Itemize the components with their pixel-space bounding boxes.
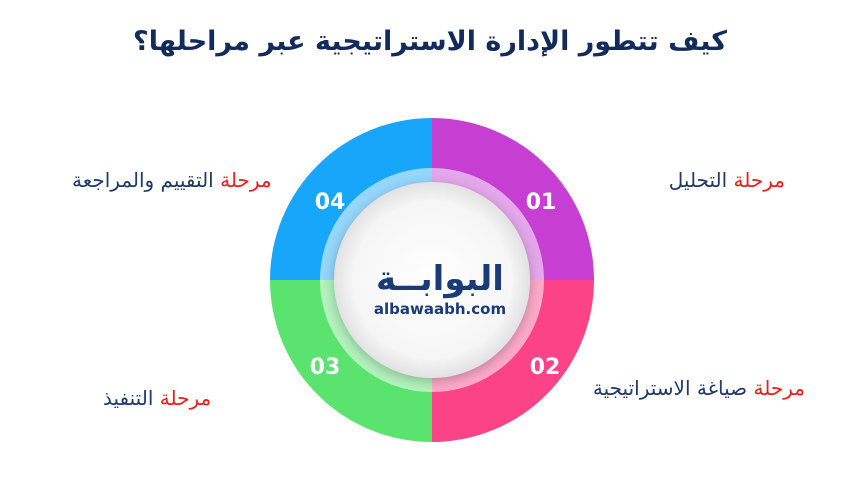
albawabh-logo: البوابــة albawaabh.com	[374, 259, 506, 318]
stage-3-name: التنفيذ	[103, 386, 154, 410]
stage-1-name: التحليل	[668, 168, 728, 192]
stage-1-label: مرحلة التحليل	[669, 168, 785, 192]
stage-2-label: مرحلة صياغة الاستراتيجية	[593, 376, 805, 400]
diagram-title: كيف تتطور الإدارة الاستراتيجية عبر مراحل…	[133, 26, 727, 57]
stage-4-name: التقييم والمراجعة	[72, 168, 214, 192]
stage-3-number: 03	[310, 355, 341, 380]
stage-4-number: 04	[315, 190, 346, 215]
stage-4-prefix: مرحلة	[220, 168, 272, 192]
center-disc	[334, 182, 530, 378]
stage-3-label: مرحلة التنفيذ	[103, 386, 211, 410]
stage-2-number: 02	[530, 355, 561, 380]
stage-2-prefix: مرحلة	[753, 376, 805, 400]
stage-1-prefix: مرحلة	[733, 168, 785, 192]
stage-2-name: صياغة الاستراتيجية	[592, 376, 748, 400]
stage-3-prefix: مرحلة	[159, 386, 212, 410]
logo-latin-text: albawaabh.com	[374, 300, 506, 318]
stage-4-label: مرحلة التقييم والمراجعة	[72, 168, 272, 192]
logo-arabic-text: البوابــة	[376, 259, 504, 299]
stage-1-number: 01	[526, 190, 557, 215]
